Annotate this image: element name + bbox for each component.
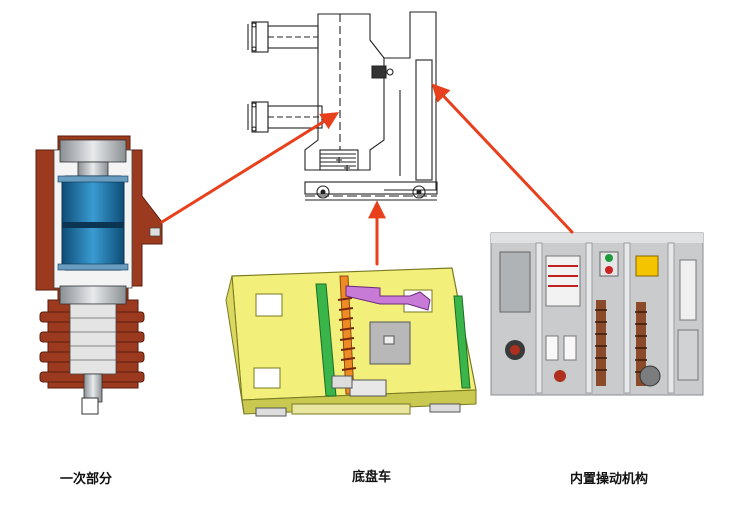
lower-contact-arm	[247, 101, 323, 133]
interlock-linkage	[345, 285, 431, 311]
terminal-block	[545, 255, 581, 307]
insulating-pull-rod	[69, 303, 117, 375]
breaker-elevation-drawing	[247, 11, 438, 201]
pole-body-outline	[304, 13, 385, 171]
caption-primary-part: 一次部分	[60, 472, 113, 487]
closing-springs	[596, 300, 646, 386]
chassis-base-outline	[304, 181, 438, 201]
motor	[639, 365, 661, 387]
caption-chassis-truck: 底盘车	[352, 470, 392, 485]
operating-mechanism-photo	[490, 232, 704, 396]
top-terminal	[59, 139, 127, 163]
right-guide-rail	[453, 295, 471, 389]
chassis-truck-model	[225, 267, 477, 417]
arrow-primary-to-pole	[160, 112, 340, 224]
left-guide-rail	[315, 283, 337, 397]
arrow-mechanism-to-housing	[431, 83, 574, 234]
connector-arrows	[160, 83, 574, 266]
pole-assembly-cutaway	[35, 135, 163, 415]
mechanism-housing-outline	[371, 11, 437, 191]
upper-contact-arm	[247, 21, 319, 53]
open-close-buttons	[599, 251, 619, 277]
caption-internal-mechanism: 内置操动机构	[570, 472, 649, 487]
